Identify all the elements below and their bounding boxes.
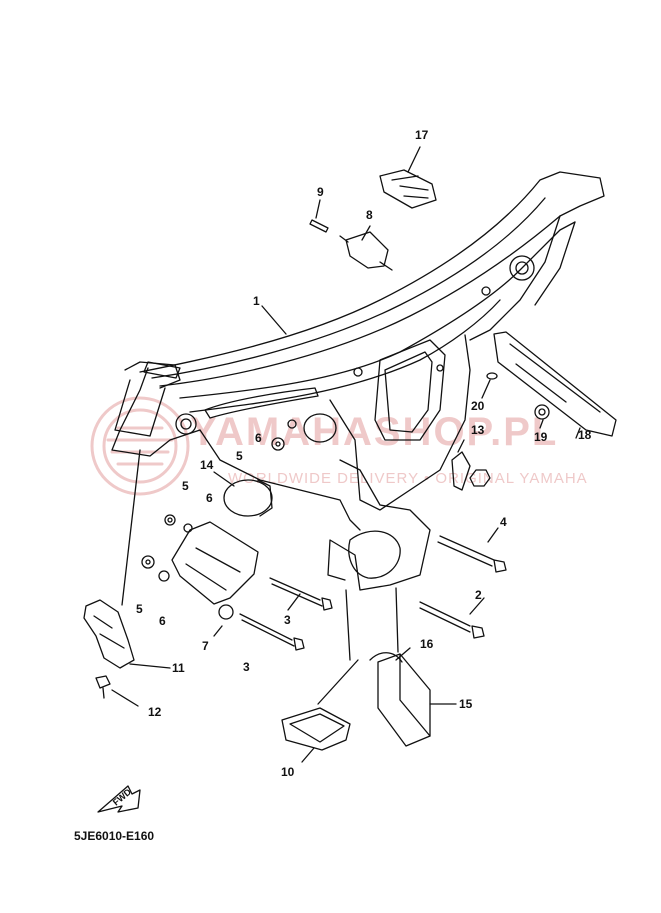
callout-1: 1	[253, 294, 260, 308]
callout-15: 15	[459, 697, 473, 711]
callout-19: 19	[534, 430, 548, 444]
part-13-clamp	[451, 439, 491, 491]
callout-10: 10	[281, 765, 295, 779]
callout-20: 20	[471, 399, 485, 413]
callout-18: 18	[578, 428, 592, 442]
part-20-washer	[481, 372, 498, 399]
callout-5c: 5	[136, 602, 143, 616]
callout-6a: 6	[255, 431, 262, 445]
fwd-arrow-icon	[97, 785, 141, 813]
main-frame	[111, 171, 605, 591]
callout-14: 14	[200, 458, 214, 472]
callout-7: 7	[202, 639, 209, 653]
part-11-bracket	[83, 449, 171, 669]
part-8-bracket	[339, 225, 393, 271]
part-16-band	[369, 647, 411, 663]
callout-6b: 6	[206, 491, 213, 505]
callout-2: 2	[475, 588, 482, 602]
bolts	[239, 527, 507, 651]
part-14-plug	[213, 413, 337, 517]
part-12-bolt	[95, 675, 139, 707]
part-9-screw	[309, 199, 329, 233]
callout-17: 17	[415, 128, 429, 142]
part-18-plate	[493, 331, 617, 439]
part-19-knob	[534, 404, 550, 429]
callout-16: 16	[420, 637, 434, 651]
callout-9: 9	[317, 185, 324, 199]
callout-5b: 5	[182, 479, 189, 493]
diagram-code: 5JE6010-E160	[74, 829, 155, 843]
part-15-box	[377, 653, 457, 747]
part-10-cover	[281, 659, 359, 763]
callout-6c: 6	[159, 614, 166, 628]
part-17-fuse	[379, 146, 437, 209]
watermark-logo	[90, 396, 190, 496]
washers-5-6	[141, 419, 297, 582]
callout-5a: 5	[236, 449, 243, 463]
watermark-subtext: WORLDWIDE DELIVERY • ORIGINAL YAMAHA	[228, 470, 588, 487]
watermark-text: YAMAHASHOP.PL	[190, 410, 559, 454]
callout-4: 4	[500, 515, 507, 529]
part-7-plate	[171, 521, 259, 637]
callout-11: 11	[172, 661, 185, 675]
callout-8: 8	[366, 208, 373, 222]
callout-3b: 3	[243, 660, 250, 674]
callout-12: 12	[148, 705, 162, 719]
callout-3a: 3	[284, 613, 291, 627]
callout-13: 13	[471, 423, 485, 437]
